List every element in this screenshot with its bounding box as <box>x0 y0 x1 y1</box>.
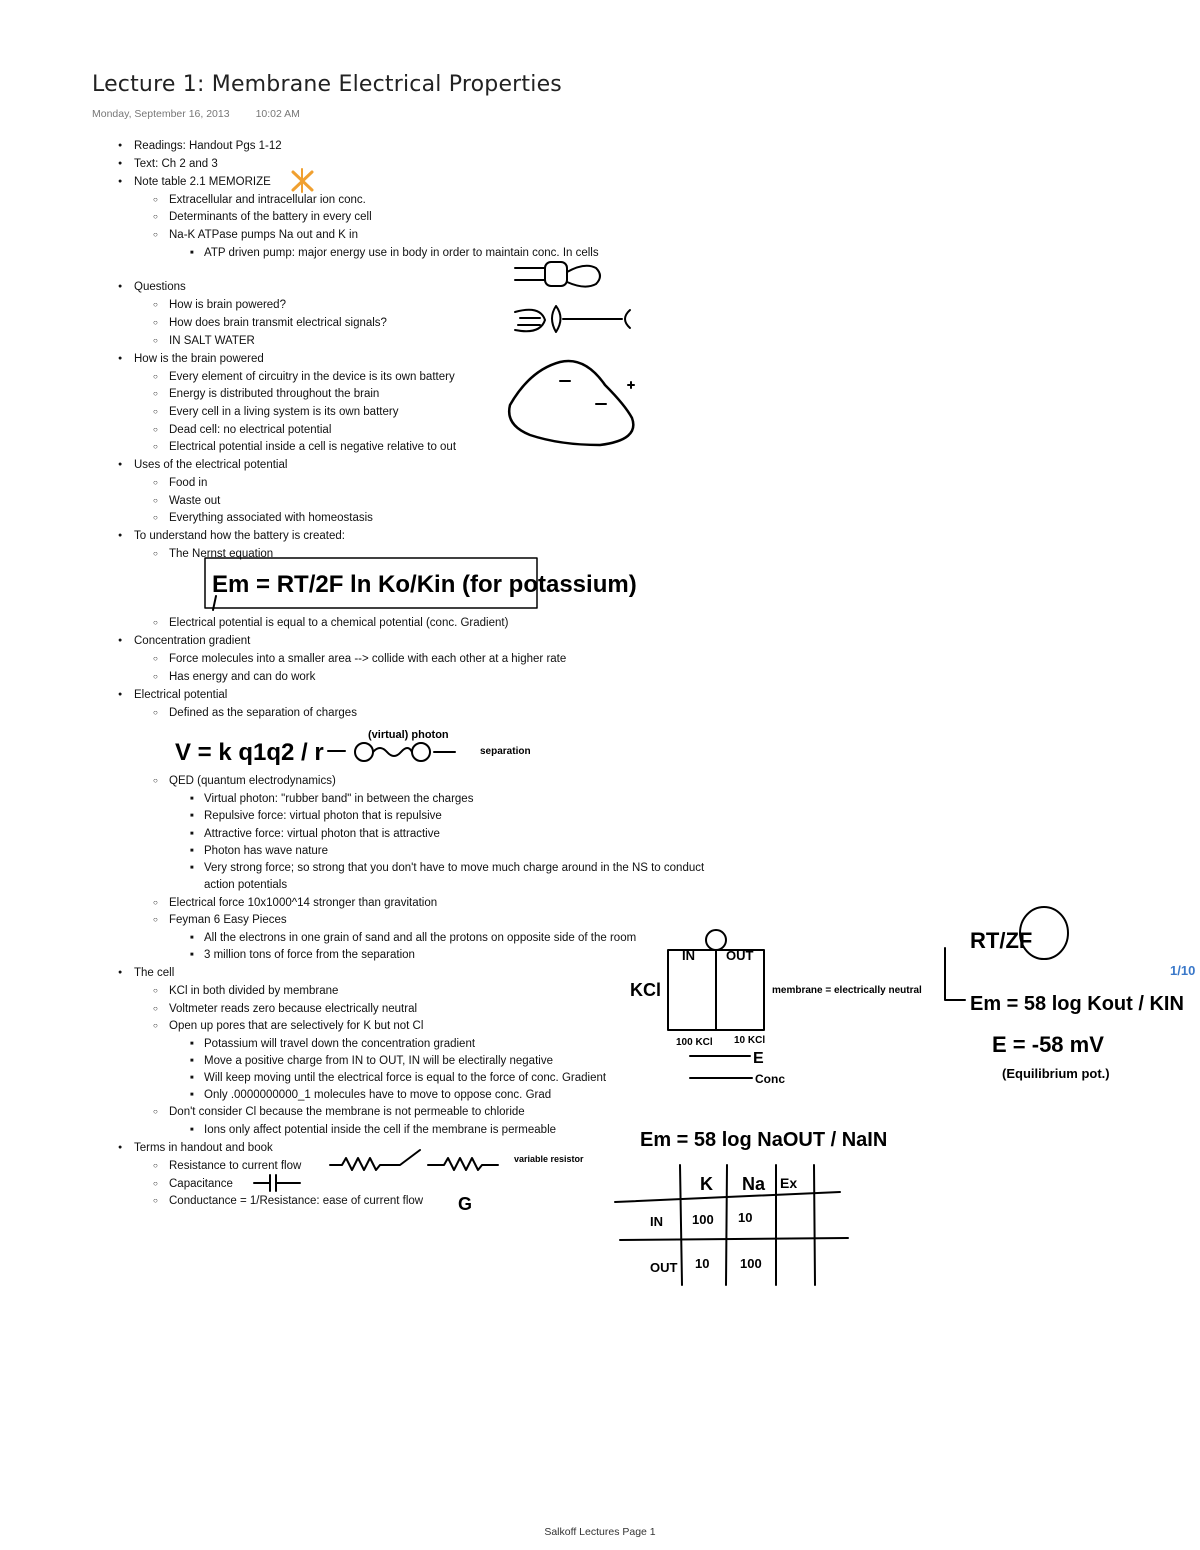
note-item: Potassium will travel down the concentra… <box>190 1037 475 1051</box>
note-item: Every cell in a living system is its own… <box>153 405 398 419</box>
note-item: Energy is distributed throughout the bra… <box>153 387 379 401</box>
page-title: Lecture 1: Membrane Electrical Propertie… <box>92 72 562 97</box>
note-item: Electrical potential is equal to a chemi… <box>153 616 508 630</box>
note-item: How is the brain powered <box>118 352 264 366</box>
note-item: Voltmeter reads zero because electricall… <box>153 1002 417 1016</box>
note-item: KCl in both divided by membrane <box>153 984 338 998</box>
note-item: To understand how the battery is created… <box>118 529 345 543</box>
note-item: The Nernst equation <box>153 547 273 561</box>
page-meta: Monday, September 16, 2013 10:02 AM <box>92 108 300 120</box>
note-item: All the electrons in one grain of sand a… <box>190 931 636 945</box>
page-time: 10:02 AM <box>255 108 300 120</box>
note-item: Note table 2.1 MEMORIZE <box>118 175 271 189</box>
note-item: Food in <box>153 476 208 490</box>
note-item: Repulsive force: virtual photon that is … <box>190 809 442 823</box>
note-item: Every element of circuitry in the device… <box>153 370 455 384</box>
note-item: Feyman 6 Easy Pieces <box>153 913 287 927</box>
note-item: Move a positive charge from IN to OUT, I… <box>190 1054 553 1068</box>
note-item: Defined as the separation of charges <box>153 706 357 720</box>
note-item: IN SALT WATER <box>153 334 255 348</box>
note-item: Attractive force: virtual photon that is… <box>190 827 440 841</box>
note-item: How does brain transmit electrical signa… <box>153 316 387 330</box>
note-item: Will keep moving until the electrical fo… <box>190 1071 606 1085</box>
note-item: QED (quantum electrodynamics) <box>153 774 336 788</box>
note-item: The cell <box>118 966 174 980</box>
note-item: Ions only affect potential inside the ce… <box>190 1123 556 1137</box>
note-item: Extracellular and intracellular ion conc… <box>153 193 366 207</box>
note-item: Very strong force; so strong that you do… <box>190 861 704 875</box>
note-item: Text: Ch 2 and 3 <box>118 157 218 171</box>
note-item: Electrical potential inside a cell is ne… <box>153 440 456 454</box>
note-item: How is brain powered? <box>153 298 286 312</box>
note-item: 3 million tons of force from the separat… <box>190 948 415 962</box>
note-item: Don't consider Cl because the membrane i… <box>153 1105 525 1119</box>
note-item: Dead cell: no electrical potential <box>153 423 331 437</box>
note-item: Concentration gradient <box>118 634 250 648</box>
note-item: Electrical potential <box>118 688 227 702</box>
note-item: Waste out <box>153 494 220 508</box>
note-item: ATP driven pump: major energy use in bod… <box>190 246 599 260</box>
note-item: Open up pores that are selectively for K… <box>153 1019 423 1033</box>
note-item: Questions <box>118 280 186 294</box>
note-item: Terms in handout and book <box>118 1141 273 1155</box>
note-item: action potentials <box>204 879 288 891</box>
note-item: Capacitance <box>153 1177 233 1191</box>
note-item: Na-K ATPase pumps Na out and K in <box>153 228 358 242</box>
note-item: Resistance to current flow <box>153 1159 301 1173</box>
note-item: Readings: Handout Pgs 1-12 <box>118 139 282 153</box>
note-item: Only .0000000000_1 molecules have to mov… <box>190 1088 551 1102</box>
note-item: Conductance = 1/Resistance: ease of curr… <box>153 1194 423 1208</box>
note-item: Everything associated with homeostasis <box>153 511 373 525</box>
note-item: Virtual photon: "rubber band" in between… <box>190 792 473 806</box>
note-item: Uses of the electrical potential <box>118 458 287 472</box>
note-item: Force molecules into a smaller area --> … <box>153 652 566 666</box>
page-date: Monday, September 16, 2013 <box>92 108 230 120</box>
note-item: Electrical force 10x1000^14 stronger tha… <box>153 896 437 910</box>
note-item: Photon has wave nature <box>190 844 328 858</box>
page-footer: Salkoff Lectures Page 1 <box>544 1526 656 1538</box>
note-item: Determinants of the battery in every cel… <box>153 210 372 224</box>
note-item: Has energy and can do work <box>153 670 315 684</box>
